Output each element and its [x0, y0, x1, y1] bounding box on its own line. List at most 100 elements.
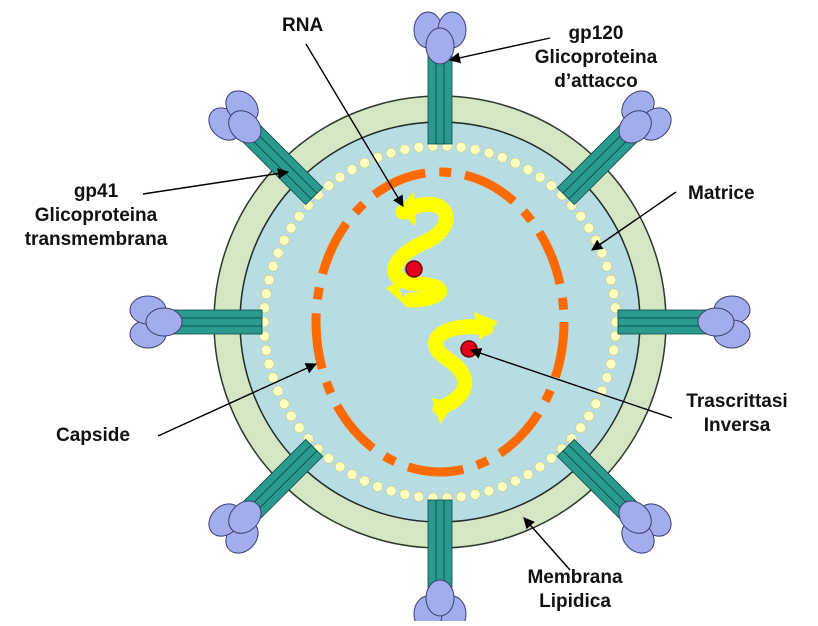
- gp120-knob: [228, 110, 262, 144]
- label-gp120-line2: Glicoproteina: [534, 47, 658, 68]
- matrix-bead: [323, 452, 335, 464]
- label-rna-text: RNA: [282, 15, 324, 36]
- matrix-bead: [267, 372, 279, 384]
- label-trascrittasi: Trascrittasi Inversa: [672, 390, 802, 438]
- reverse-transcriptase-1: [405, 260, 423, 278]
- label-matrice: Matrice: [688, 182, 755, 206]
- matrix-bead: [522, 469, 534, 480]
- matrix-bead: [267, 260, 279, 272]
- label-gp120: gp120 Glicoproteina d’attacco: [514, 22, 678, 94]
- leader-capside: [157, 363, 318, 437]
- capsid: [311, 167, 569, 477]
- gp41-stalk: [171, 317, 263, 327]
- matrix-bead: [605, 358, 617, 370]
- glycoprotein-spike: [556, 438, 672, 554]
- matrix-bead: [293, 422, 305, 434]
- gp41-stalk: [427, 53, 437, 145]
- label-gp120-line1: gp120: [568, 23, 624, 44]
- matrix-bead: [399, 144, 411, 155]
- gp41-stalk: [427, 499, 437, 591]
- matrix-bead: [346, 164, 358, 175]
- leader-matrice: [591, 191, 677, 251]
- gp41-stalk: [443, 53, 453, 145]
- matrix-bead: [285, 222, 297, 234]
- matrix-bead: [601, 372, 613, 384]
- matrix-bead: [263, 358, 275, 370]
- matrix-bead: [534, 461, 546, 473]
- matrix-bead: [545, 452, 557, 464]
- gp120-knob: [425, 579, 455, 617]
- matrix-bead: [483, 485, 495, 497]
- label-membrana: Membrana Lipidica: [510, 566, 640, 614]
- matrix-bead: [399, 489, 411, 500]
- matrix-bead: [497, 152, 508, 163]
- glycoprotein-spike: [413, 11, 467, 145]
- glycoprotein-spike: [208, 90, 324, 206]
- matrix-bead: [285, 410, 297, 422]
- reverse-transcriptase-2: [460, 340, 478, 358]
- glycoprotein-spike: [129, 295, 263, 349]
- matrix-bead: [596, 247, 608, 259]
- label-capside: Capside: [56, 424, 130, 448]
- matrix-bead: [510, 475, 521, 487]
- leader-membrana: [523, 517, 571, 571]
- label-gp41: gp41 Glicoproteina transmembrana: [6, 180, 186, 252]
- matrix-bead: [510, 157, 521, 169]
- gp41-stalk: [435, 499, 445, 591]
- matrix-bead: [272, 385, 284, 397]
- gp120-knob: [618, 110, 652, 144]
- rna-strand-upper: [386, 192, 454, 308]
- gp41-stalk: [617, 317, 709, 327]
- matrix-bead: [575, 422, 587, 434]
- label-gp41-line1: gp41: [73, 181, 119, 202]
- matrix-bead: [263, 274, 275, 286]
- matrix-bead: [497, 481, 508, 492]
- label-rna: RNA: [282, 14, 323, 38]
- matrix-bead: [601, 260, 613, 272]
- label-membrana-line2: Lipidica: [539, 591, 611, 612]
- leader-gp120: [448, 37, 551, 64]
- glycoprotein-spike: [208, 438, 324, 554]
- leader-gp41: [142, 167, 290, 195]
- gp41-stalk: [171, 309, 263, 319]
- matrix-bead: [278, 234, 290, 246]
- matrix-bead: [293, 211, 305, 222]
- matrix-bead: [278, 398, 290, 410]
- gp41-stalk: [435, 53, 445, 145]
- matrix-bead: [575, 211, 587, 222]
- leader-lines: [142, 37, 677, 571]
- matrix-bead: [545, 180, 557, 191]
- matrix-bead: [469, 489, 481, 500]
- label-gp41-line2: Glicoproteina: [34, 205, 158, 226]
- gp120-knob: [697, 307, 735, 337]
- rna-strand-lower: [428, 312, 498, 424]
- matrix-bead: [583, 222, 595, 234]
- glycoprotein-spike: [556, 90, 672, 206]
- leader-rna: [305, 43, 404, 207]
- gp41-stalk: [171, 325, 263, 335]
- gp120-knob: [228, 500, 262, 534]
- gp120-knob: [618, 500, 652, 534]
- gp120-knob: [425, 27, 455, 65]
- matrix-bead: [413, 142, 425, 153]
- label-capside-text: Capside: [56, 425, 130, 446]
- label-membrana-line1: Membrana: [527, 567, 623, 588]
- matrix-bead: [385, 485, 397, 497]
- glycoprotein-spikes: [129, 11, 751, 626]
- gp120-knob: [145, 307, 183, 337]
- matrix-bead: [534, 171, 546, 183]
- glycoprotein-spike: [617, 295, 751, 349]
- matrix-bead: [385, 147, 397, 159]
- glycoprotein-spike: [413, 499, 467, 626]
- gp41-stalk: [617, 309, 709, 319]
- matrix-bead: [608, 344, 620, 356]
- matrix-bead: [323, 180, 335, 191]
- matrix-bead: [590, 398, 602, 410]
- label-trascrittasi-line1: Trascrittasi: [686, 391, 788, 412]
- matrix-bead: [413, 491, 425, 503]
- matrix-bead: [522, 164, 534, 175]
- matrix-bead: [608, 288, 620, 300]
- matrix-bead: [583, 410, 595, 422]
